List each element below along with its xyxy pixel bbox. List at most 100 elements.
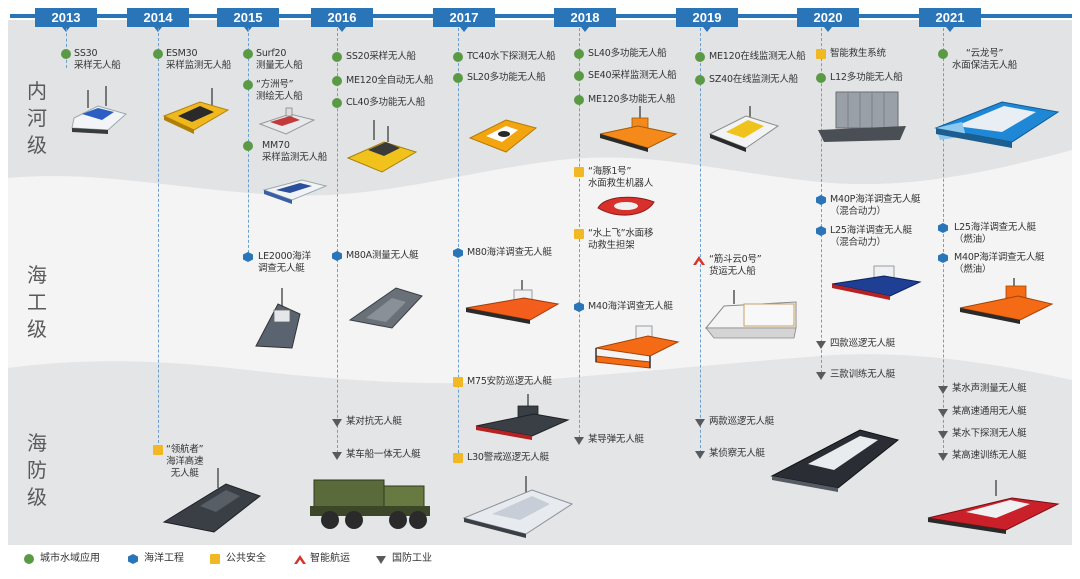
city-marker bbox=[332, 76, 342, 86]
boat-m80a-image bbox=[348, 287, 423, 329]
label-daodan: 某导弹无人艇 bbox=[588, 434, 644, 445]
label-esm30: ESM30 采样监测无人船 bbox=[166, 48, 232, 71]
year-2015: 2015 bbox=[217, 8, 279, 32]
level-marine-char-3: 级 bbox=[27, 317, 47, 341]
label-jindouyun: “筋斗云0号” 货运无人船 bbox=[709, 254, 762, 277]
city-marker bbox=[332, 98, 342, 108]
level-marine-char-2: 工 bbox=[27, 290, 47, 314]
boat-cl40-image bbox=[346, 120, 418, 173]
year-line-2014 bbox=[158, 28, 159, 448]
defense-marker bbox=[332, 452, 342, 460]
city-marker bbox=[574, 71, 584, 81]
label-sankuan: 三款训练无人艇 bbox=[830, 369, 896, 380]
label-surf20: Surf20 测量无人船 bbox=[256, 48, 303, 71]
level-defense: 海 防 级 bbox=[22, 430, 52, 511]
boat-patrol-2020-image bbox=[770, 429, 900, 492]
label-liangkuan: 两款巡逻无人艇 bbox=[709, 416, 775, 427]
city-marker bbox=[243, 141, 253, 151]
legend-shipping-icon bbox=[294, 555, 306, 564]
marine-marker bbox=[574, 302, 584, 312]
legend-marine: 海洋工程 bbox=[128, 551, 228, 567]
label-sl20: SL20多功能无人船 bbox=[467, 72, 546, 83]
label-le2000: LE2000海洋 调查无人艇 bbox=[258, 251, 311, 274]
level-marine: 海 工 级 bbox=[22, 262, 52, 343]
label-chechuan: 某车船一体无人艇 bbox=[346, 449, 421, 460]
label-se40: SE40采样监测无人船 bbox=[588, 70, 677, 81]
year-2014: 2014 bbox=[127, 8, 189, 32]
boat-m40p-2021-image bbox=[959, 278, 1054, 324]
label-yunlong: “云龙号” 水面保洁无人船 bbox=[952, 48, 1018, 71]
city-marker bbox=[816, 73, 826, 83]
boat-l25-2020-image bbox=[831, 265, 922, 300]
boat-esm30-image bbox=[162, 88, 230, 134]
boat-fangzhou-image bbox=[258, 107, 316, 135]
label-cl40: CL40多功能无人船 bbox=[346, 97, 426, 108]
boat-linghangzhe-image bbox=[162, 468, 262, 533]
label-shuixia: 某水下探测无人艇 bbox=[952, 428, 1027, 439]
label-zhencha: 某侦察无人艇 bbox=[709, 448, 765, 459]
label-mm70: MM70 采样监测无人船 bbox=[262, 140, 328, 163]
label-m75: M75安防巡逻无人艇 bbox=[467, 376, 552, 387]
label-shuisheng: 某水声测量无人艇 bbox=[952, 383, 1027, 394]
safety-marker bbox=[574, 167, 584, 177]
level-inland-char-3: 级 bbox=[27, 133, 47, 157]
year-2020: 2020 bbox=[797, 8, 859, 32]
city-marker bbox=[153, 49, 163, 59]
label-m80a: M80A测量无人艇 bbox=[346, 250, 419, 261]
defense-marker bbox=[816, 372, 826, 380]
year-2013: 2013 bbox=[35, 8, 97, 32]
year-line-2013 bbox=[66, 28, 67, 68]
label-fangzhou: “方洲号” 测绘无人船 bbox=[256, 79, 303, 102]
city-marker bbox=[243, 49, 253, 59]
boat-ss30-image bbox=[71, 86, 128, 134]
city-marker bbox=[695, 52, 705, 62]
legend-defense-icon bbox=[376, 556, 386, 564]
label-gaosu-tongyong: 某高速通用无人艇 bbox=[952, 406, 1027, 417]
defense-marker bbox=[938, 386, 948, 394]
year-2016: 2016 bbox=[311, 8, 373, 32]
year-line-2016 bbox=[337, 28, 338, 458]
defense-marker bbox=[574, 437, 584, 445]
label-l30: L30警戒巡逻无人艇 bbox=[467, 452, 549, 463]
defense-marker bbox=[695, 451, 705, 459]
label-l12: L12多功能无人船 bbox=[830, 72, 903, 83]
city-marker bbox=[574, 49, 584, 59]
label-haitun: “海豚1号” 水面救生机器人 bbox=[588, 166, 654, 189]
label-ss20: SS20采样无人船 bbox=[346, 51, 416, 62]
legend-safety-label: 公共安全 bbox=[226, 553, 266, 564]
label-gaosu-xunlian: 某高速训练无人艇 bbox=[952, 450, 1027, 461]
city-marker bbox=[61, 49, 71, 59]
label-m40p-2020: M40P海洋调查无人艇 （混合动力） bbox=[830, 194, 921, 217]
marine-marker bbox=[938, 253, 948, 263]
label-me120-online: ME120在线监测无人船 bbox=[709, 51, 806, 62]
label-duikang: 某对抗无人艇 bbox=[346, 416, 402, 427]
label-me120-auto: ME120全自动无人船 bbox=[346, 75, 434, 86]
marine-marker bbox=[938, 223, 948, 233]
legend-safety: 公共安全 bbox=[210, 551, 300, 567]
legend-city-label: 城市水域应用 bbox=[40, 553, 100, 564]
defense-marker bbox=[332, 419, 342, 427]
label-sl40: SL40多功能无人船 bbox=[588, 48, 667, 59]
safety-marker bbox=[816, 49, 826, 59]
boat-yunlong-image bbox=[934, 101, 1060, 148]
boat-mm70-image bbox=[262, 179, 328, 204]
legend-city-icon bbox=[24, 554, 34, 564]
label-sz40: SZ40在线监测无人船 bbox=[709, 74, 798, 85]
safety-marker bbox=[153, 445, 163, 455]
year-2019: 2019 bbox=[676, 8, 738, 32]
defense-marker bbox=[938, 453, 948, 461]
defense-marker bbox=[695, 419, 705, 427]
boat-l12-image bbox=[818, 91, 906, 142]
level-inland-char-1: 内 bbox=[27, 79, 47, 103]
boat-jindouyun-image bbox=[704, 290, 797, 339]
marine-marker bbox=[453, 248, 463, 258]
safety-marker bbox=[574, 229, 584, 239]
year-2018: 2018 bbox=[554, 8, 616, 32]
level-defense-char-2: 防 bbox=[27, 458, 47, 482]
defense-marker bbox=[938, 409, 948, 417]
legend-shipping: 智能航运 bbox=[294, 551, 384, 567]
boat-l30-image bbox=[462, 476, 574, 538]
year-2021: 2021 bbox=[919, 8, 981, 32]
boat-m80-image bbox=[465, 280, 560, 324]
label-tc40: TC40水下探测无人船 bbox=[467, 51, 556, 62]
